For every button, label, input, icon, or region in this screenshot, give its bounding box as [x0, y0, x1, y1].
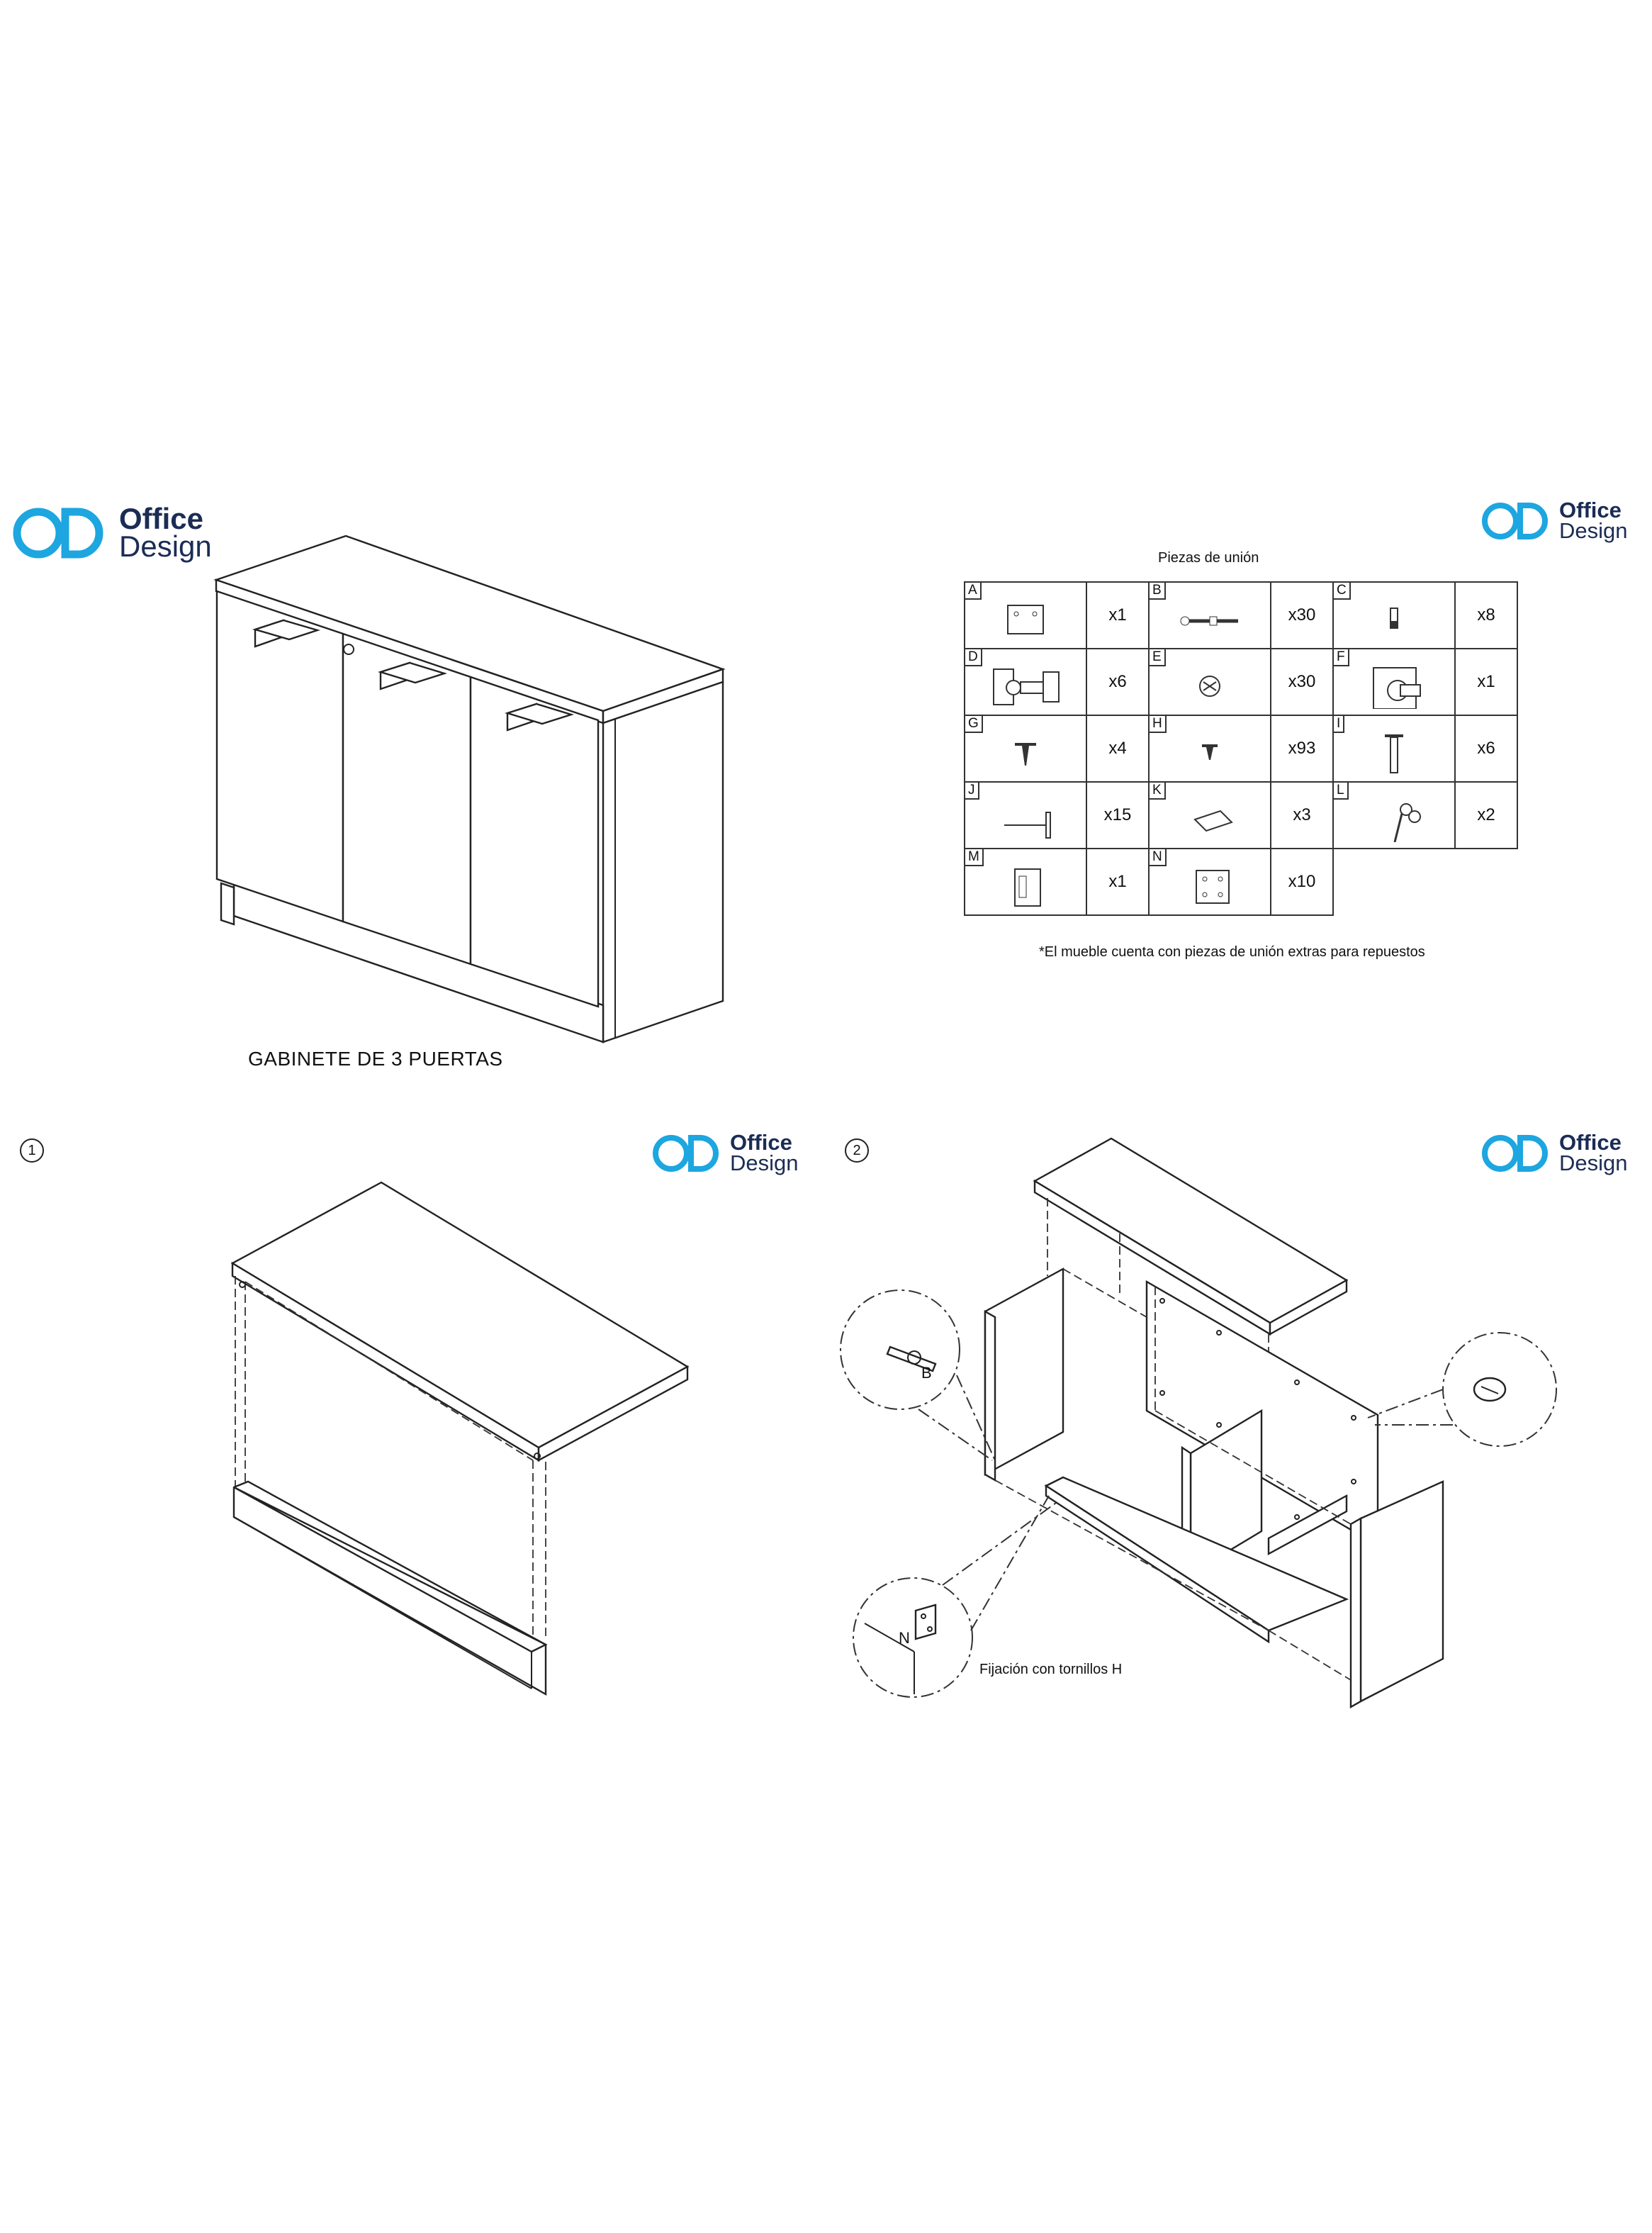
step-number-2: 2	[845, 1138, 869, 1163]
logo-parts-page: Office Design	[1480, 500, 1628, 542]
product-title: GABINETE DE 3 PUERTAS	[248, 1048, 503, 1070]
strike-plate-icon	[1014, 868, 1041, 907]
logo-main: Office Design	[10, 502, 212, 563]
part-cell-g: G	[964, 715, 1087, 783]
short-screw-icon	[1202, 744, 1218, 760]
part-letter: H	[1150, 716, 1167, 733]
part-quantity: x4	[1086, 715, 1150, 783]
part-cell-a: A	[964, 581, 1087, 649]
part-quantity: x1	[1086, 581, 1150, 649]
part-letter: I	[1334, 716, 1345, 733]
part-cell-k: K	[1148, 781, 1271, 849]
callout-label-b: B	[921, 1364, 932, 1382]
long-screw-icon	[1385, 734, 1403, 773]
logo-step2: Office Design	[1480, 1130, 1628, 1175]
part-letter: E	[1150, 649, 1166, 666]
cam-bolt-icon	[1180, 616, 1238, 626]
hinge-icon	[993, 668, 1060, 705]
parts-note: *El mueble cuenta con piezas de unión ex…	[1039, 944, 1425, 960]
logo-word-office: Office	[730, 1130, 792, 1155]
part-cell-i: I	[1332, 715, 1456, 783]
part-cell-c: C	[1332, 581, 1456, 649]
part-letter: M	[965, 849, 984, 866]
logo-word-office: Office	[119, 502, 204, 536]
logo-word-office: Office	[1559, 498, 1622, 523]
part-letter: A	[965, 583, 982, 600]
step2-illustration	[840, 1137, 1557, 1709]
part-quantity: x1	[1086, 848, 1150, 916]
od-logo-icon	[13, 508, 103, 559]
part-quantity: x8	[1454, 581, 1518, 649]
part-quantity: x6	[1086, 648, 1150, 716]
fixing-note: Fijación con tornillos H	[979, 1662, 1123, 1677]
part-letter: G	[965, 716, 983, 733]
plate-icon	[1007, 605, 1044, 634]
part-cell-e: E	[1148, 648, 1271, 716]
part-quantity: x93	[1270, 715, 1334, 783]
part-letter: C	[1334, 583, 1351, 600]
part-cell-j: J	[964, 781, 1087, 849]
logo-word-design: Design	[730, 1151, 799, 1175]
step1-illustration	[230, 1181, 690, 1696]
shelf-pin-icon	[1004, 812, 1051, 839]
corner-bracket-icon	[1196, 870, 1230, 904]
part-cell-b: B	[1148, 581, 1271, 649]
part-quantity: x30	[1270, 581, 1334, 649]
part-letter: F	[1334, 649, 1349, 666]
logo-word-design: Design	[1559, 1151, 1628, 1175]
od-logo-icon	[1482, 503, 1548, 539]
part-quantity: x10	[1270, 848, 1334, 916]
part-quantity: x30	[1270, 648, 1334, 716]
part-letter: B	[1150, 583, 1166, 600]
cabinet-illustration	[213, 535, 726, 1043]
part-cell-n: N	[1148, 848, 1271, 916]
callout-label-n: N	[899, 1629, 910, 1647]
logo-step1: Office Design	[651, 1130, 799, 1175]
handle-icon	[1193, 810, 1233, 832]
part-quantity: x3	[1270, 781, 1334, 849]
part-quantity: x2	[1454, 781, 1518, 849]
part-cell-m: M	[964, 848, 1087, 916]
key-icon	[1393, 803, 1421, 842]
cam-lock-icon	[1199, 676, 1220, 697]
part-cell-h: H	[1148, 715, 1271, 783]
part-letter: K	[1150, 783, 1166, 800]
part-letter: J	[965, 783, 979, 800]
part-quantity: x1	[1454, 648, 1518, 716]
part-cell-f: F	[1332, 648, 1456, 716]
lock-icon	[1373, 667, 1421, 709]
part-letter: L	[1334, 783, 1349, 800]
part-cell-l: L	[1332, 781, 1456, 849]
screw-icon	[1015, 743, 1036, 766]
od-logo-icon	[1482, 1135, 1548, 1172]
part-letter: D	[965, 649, 982, 666]
od-logo-icon	[653, 1135, 719, 1172]
part-cell-d: D	[964, 648, 1087, 716]
part-quantity: x15	[1086, 781, 1150, 849]
logo-word-design: Design	[1559, 518, 1628, 543]
empty-cell	[1333, 849, 1455, 915]
dowel-icon	[1390, 608, 1398, 629]
step-number-1: 1	[20, 1138, 44, 1163]
parts-heading: Piezas de unión	[1158, 550, 1259, 566]
logo-word-design: Design	[119, 530, 212, 563]
part-quantity: x6	[1454, 715, 1518, 783]
part-letter: N	[1150, 849, 1167, 866]
logo-word-office: Office	[1559, 1130, 1622, 1155]
empty-cell	[1455, 849, 1517, 915]
